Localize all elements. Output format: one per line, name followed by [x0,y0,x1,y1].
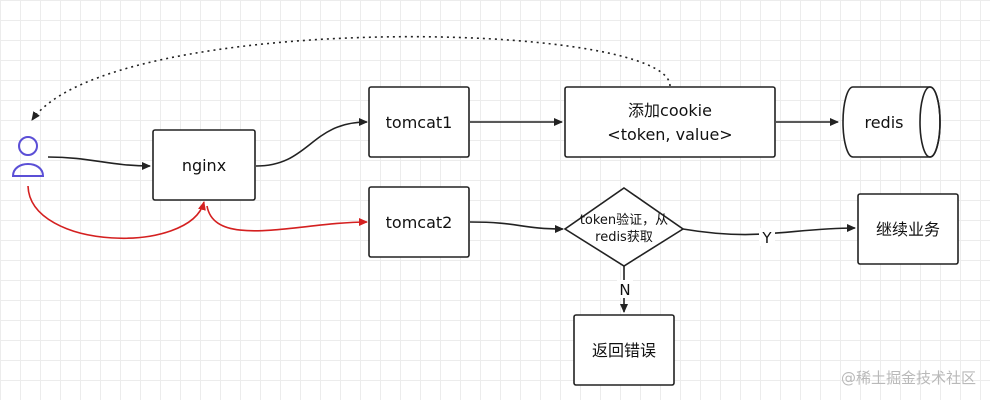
continue-business-label: 继续业务 [876,220,940,239]
arrow-nginx-to-tomcat1 [255,118,368,167]
add-cookie-node: 添加cookie <token, value> [564,86,776,158]
tomcat2-node: tomcat2 [368,186,470,258]
no-label-bg [617,280,633,298]
redis-label: redis [864,113,903,132]
red-arrow-nginx-to-tomcat2 [206,205,368,232]
continue-business-node: 继续业务 [857,193,959,265]
return-error-node: 返回错误 [573,314,675,386]
dotted-return-arrow [31,35,671,121]
add-cookie-label-line1: 添加cookie [628,101,712,120]
decision-label-line2: redis获取 [595,230,653,245]
nginx-label: nginx [182,156,226,175]
redis-node: redis [842,86,941,158]
tomcat1-node: tomcat1 [368,86,470,158]
arrow-tomcat2-to-decision [469,221,564,233]
return-error-label: 返回错误 [592,341,656,360]
nginx-node: nginx [152,129,256,201]
add-cookie-label-line2: <token, value> [607,125,732,144]
tomcat2-label: tomcat2 [386,213,453,232]
user-icon [11,136,45,177]
decision-label-line1: token验证，从 [580,212,668,228]
no-edge-label: N [619,281,630,299]
yes-edge-label: Y [761,229,772,247]
tomcat1-label: tomcat1 [386,113,453,132]
token-check-decision: token验证，从 redis获取 [563,187,685,267]
red-arrow-user-to-nginx [27,185,206,239]
arrow-user-to-nginx [47,156,151,170]
yes-label-bg [759,228,775,246]
watermark: @稀土掘金技术社区 [840,369,976,387]
